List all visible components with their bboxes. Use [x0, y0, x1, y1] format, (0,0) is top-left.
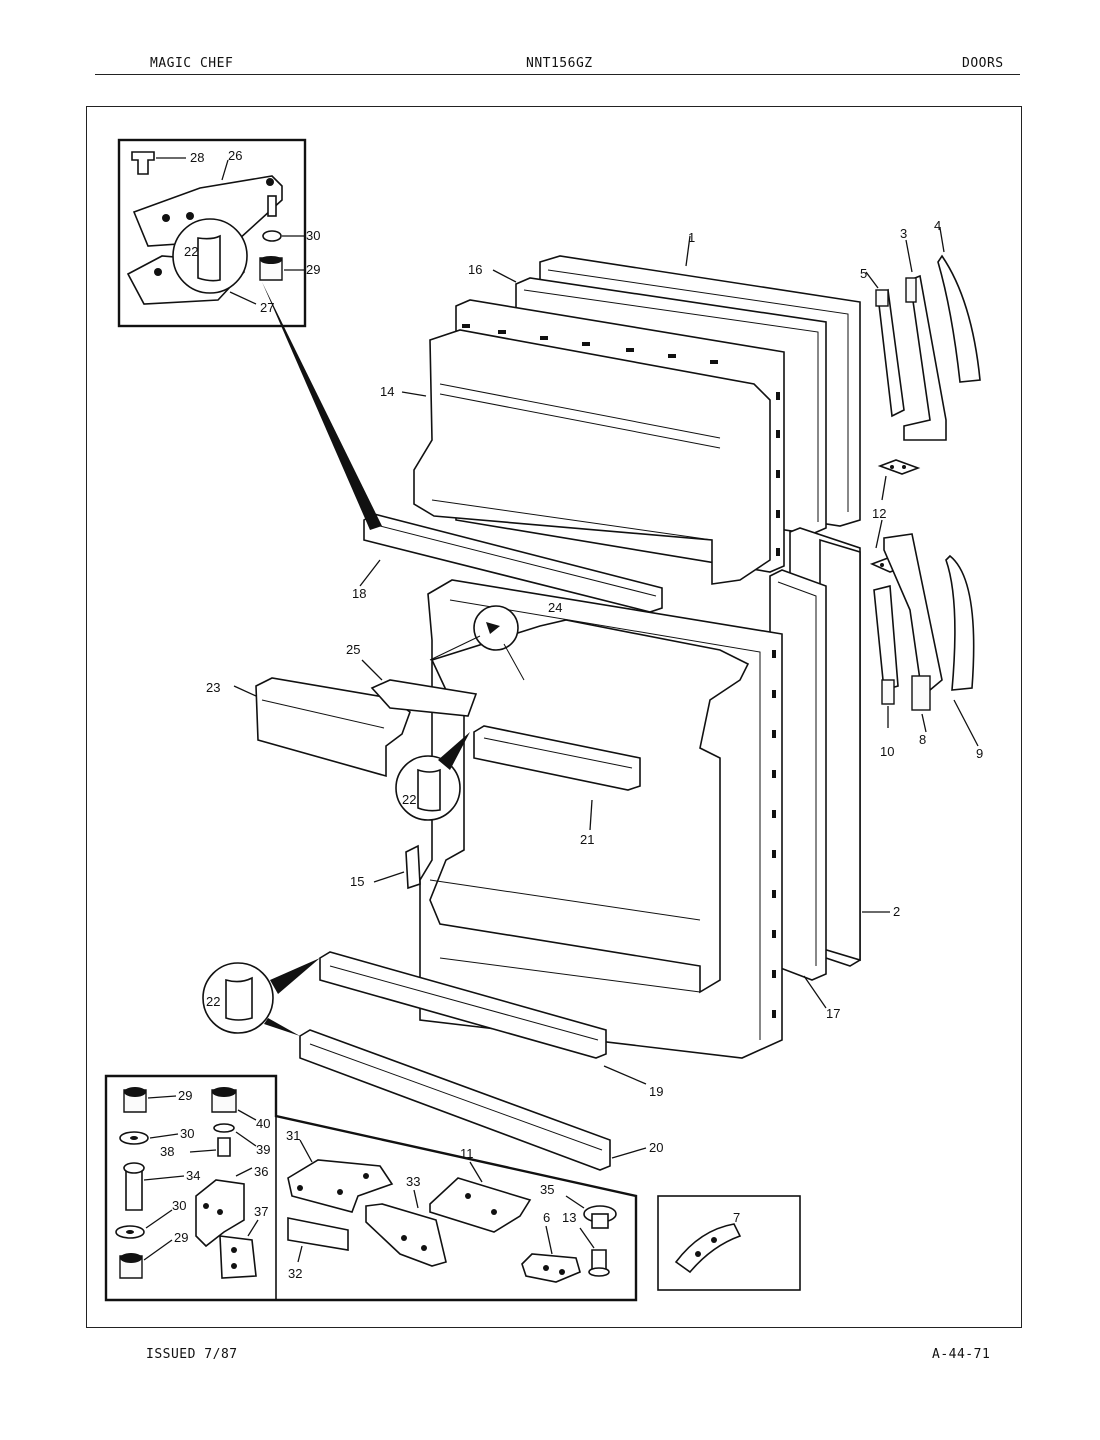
callout-25: 25 — [346, 642, 360, 657]
detail-bubbles — [172, 218, 525, 1036]
diagram-frame — [86, 106, 1022, 1328]
bottom-hinge-inset — [104, 1074, 638, 1302]
callout-14: 14 — [380, 384, 394, 399]
callout-31: 31 — [286, 1128, 300, 1143]
callout-38: 38 — [160, 1144, 174, 1159]
callout-22-middle: 22 — [402, 792, 416, 807]
callout-30-lower: 30 — [172, 1198, 186, 1213]
callout-22-bottom: 22 — [206, 994, 220, 1009]
callout-32: 32 — [288, 1266, 302, 1281]
callout-27: 27 — [260, 300, 274, 315]
callout-29-lower: 29 — [174, 1230, 188, 1245]
header-brand: MAGIC CHEF — [150, 56, 234, 71]
callout-33: 33 — [406, 1174, 420, 1189]
callout-17: 17 — [826, 1006, 840, 1021]
callout-35: 35 — [540, 1182, 554, 1197]
callout-30-top: 30 — [306, 228, 320, 243]
callout-13: 13 — [562, 1210, 576, 1225]
header-rule — [95, 74, 1020, 75]
callout-9: 9 — [976, 746, 983, 761]
callout-18: 18 — [352, 586, 366, 601]
callout-2: 2 — [893, 904, 900, 919]
callout-40: 40 — [256, 1116, 270, 1131]
callout-labels: 1 2 3 4 5 6 7 8 9 10 11 12 13 14 15 16 1… — [160, 148, 983, 1281]
callout-22-top: 22 — [184, 244, 198, 259]
callout-37: 37 — [254, 1204, 268, 1219]
callout-5: 5 — [860, 266, 867, 281]
callout-8: 8 — [919, 732, 926, 747]
callout-26: 26 — [228, 148, 242, 163]
callout-29-inset: 29 — [178, 1088, 192, 1103]
header-model: NNT156GZ — [526, 56, 593, 71]
fresh-food-door-assembly — [373, 527, 890, 1059]
header-section: DOORS — [962, 56, 1004, 71]
callout-29-top: 29 — [306, 262, 320, 277]
callout-20: 20 — [649, 1140, 663, 1155]
callout-34: 34 — [186, 1168, 200, 1183]
callout-15: 15 — [350, 874, 364, 889]
callout-1: 1 — [688, 230, 695, 245]
shelf-bars — [233, 513, 663, 1171]
callout-19: 19 — [649, 1084, 663, 1099]
part-7-inset — [657, 1195, 801, 1291]
callout-11: 11 — [460, 1146, 474, 1161]
right-hardware — [865, 227, 981, 747]
callout-39: 39 — [256, 1142, 270, 1157]
footer-issued: ISSUED 7/87 — [146, 1347, 238, 1362]
callout-24: 24 — [548, 600, 562, 615]
footer-page-code: A-44-71 — [932, 1347, 991, 1362]
callout-30-inset: 30 — [180, 1126, 194, 1141]
callout-28: 28 — [190, 150, 204, 165]
freezer-door-assembly — [401, 235, 861, 585]
callout-21: 21 — [580, 832, 594, 847]
callout-4: 4 — [934, 218, 941, 233]
callout-10: 10 — [880, 744, 894, 759]
callout-3: 3 — [900, 226, 907, 241]
callout-12: 12 — [872, 506, 886, 521]
callout-7: 7 — [733, 1210, 740, 1225]
callout-16: 16 — [468, 262, 482, 277]
callout-6: 6 — [543, 1210, 550, 1225]
callout-23: 23 — [206, 680, 220, 695]
callout-36: 36 — [254, 1164, 268, 1179]
